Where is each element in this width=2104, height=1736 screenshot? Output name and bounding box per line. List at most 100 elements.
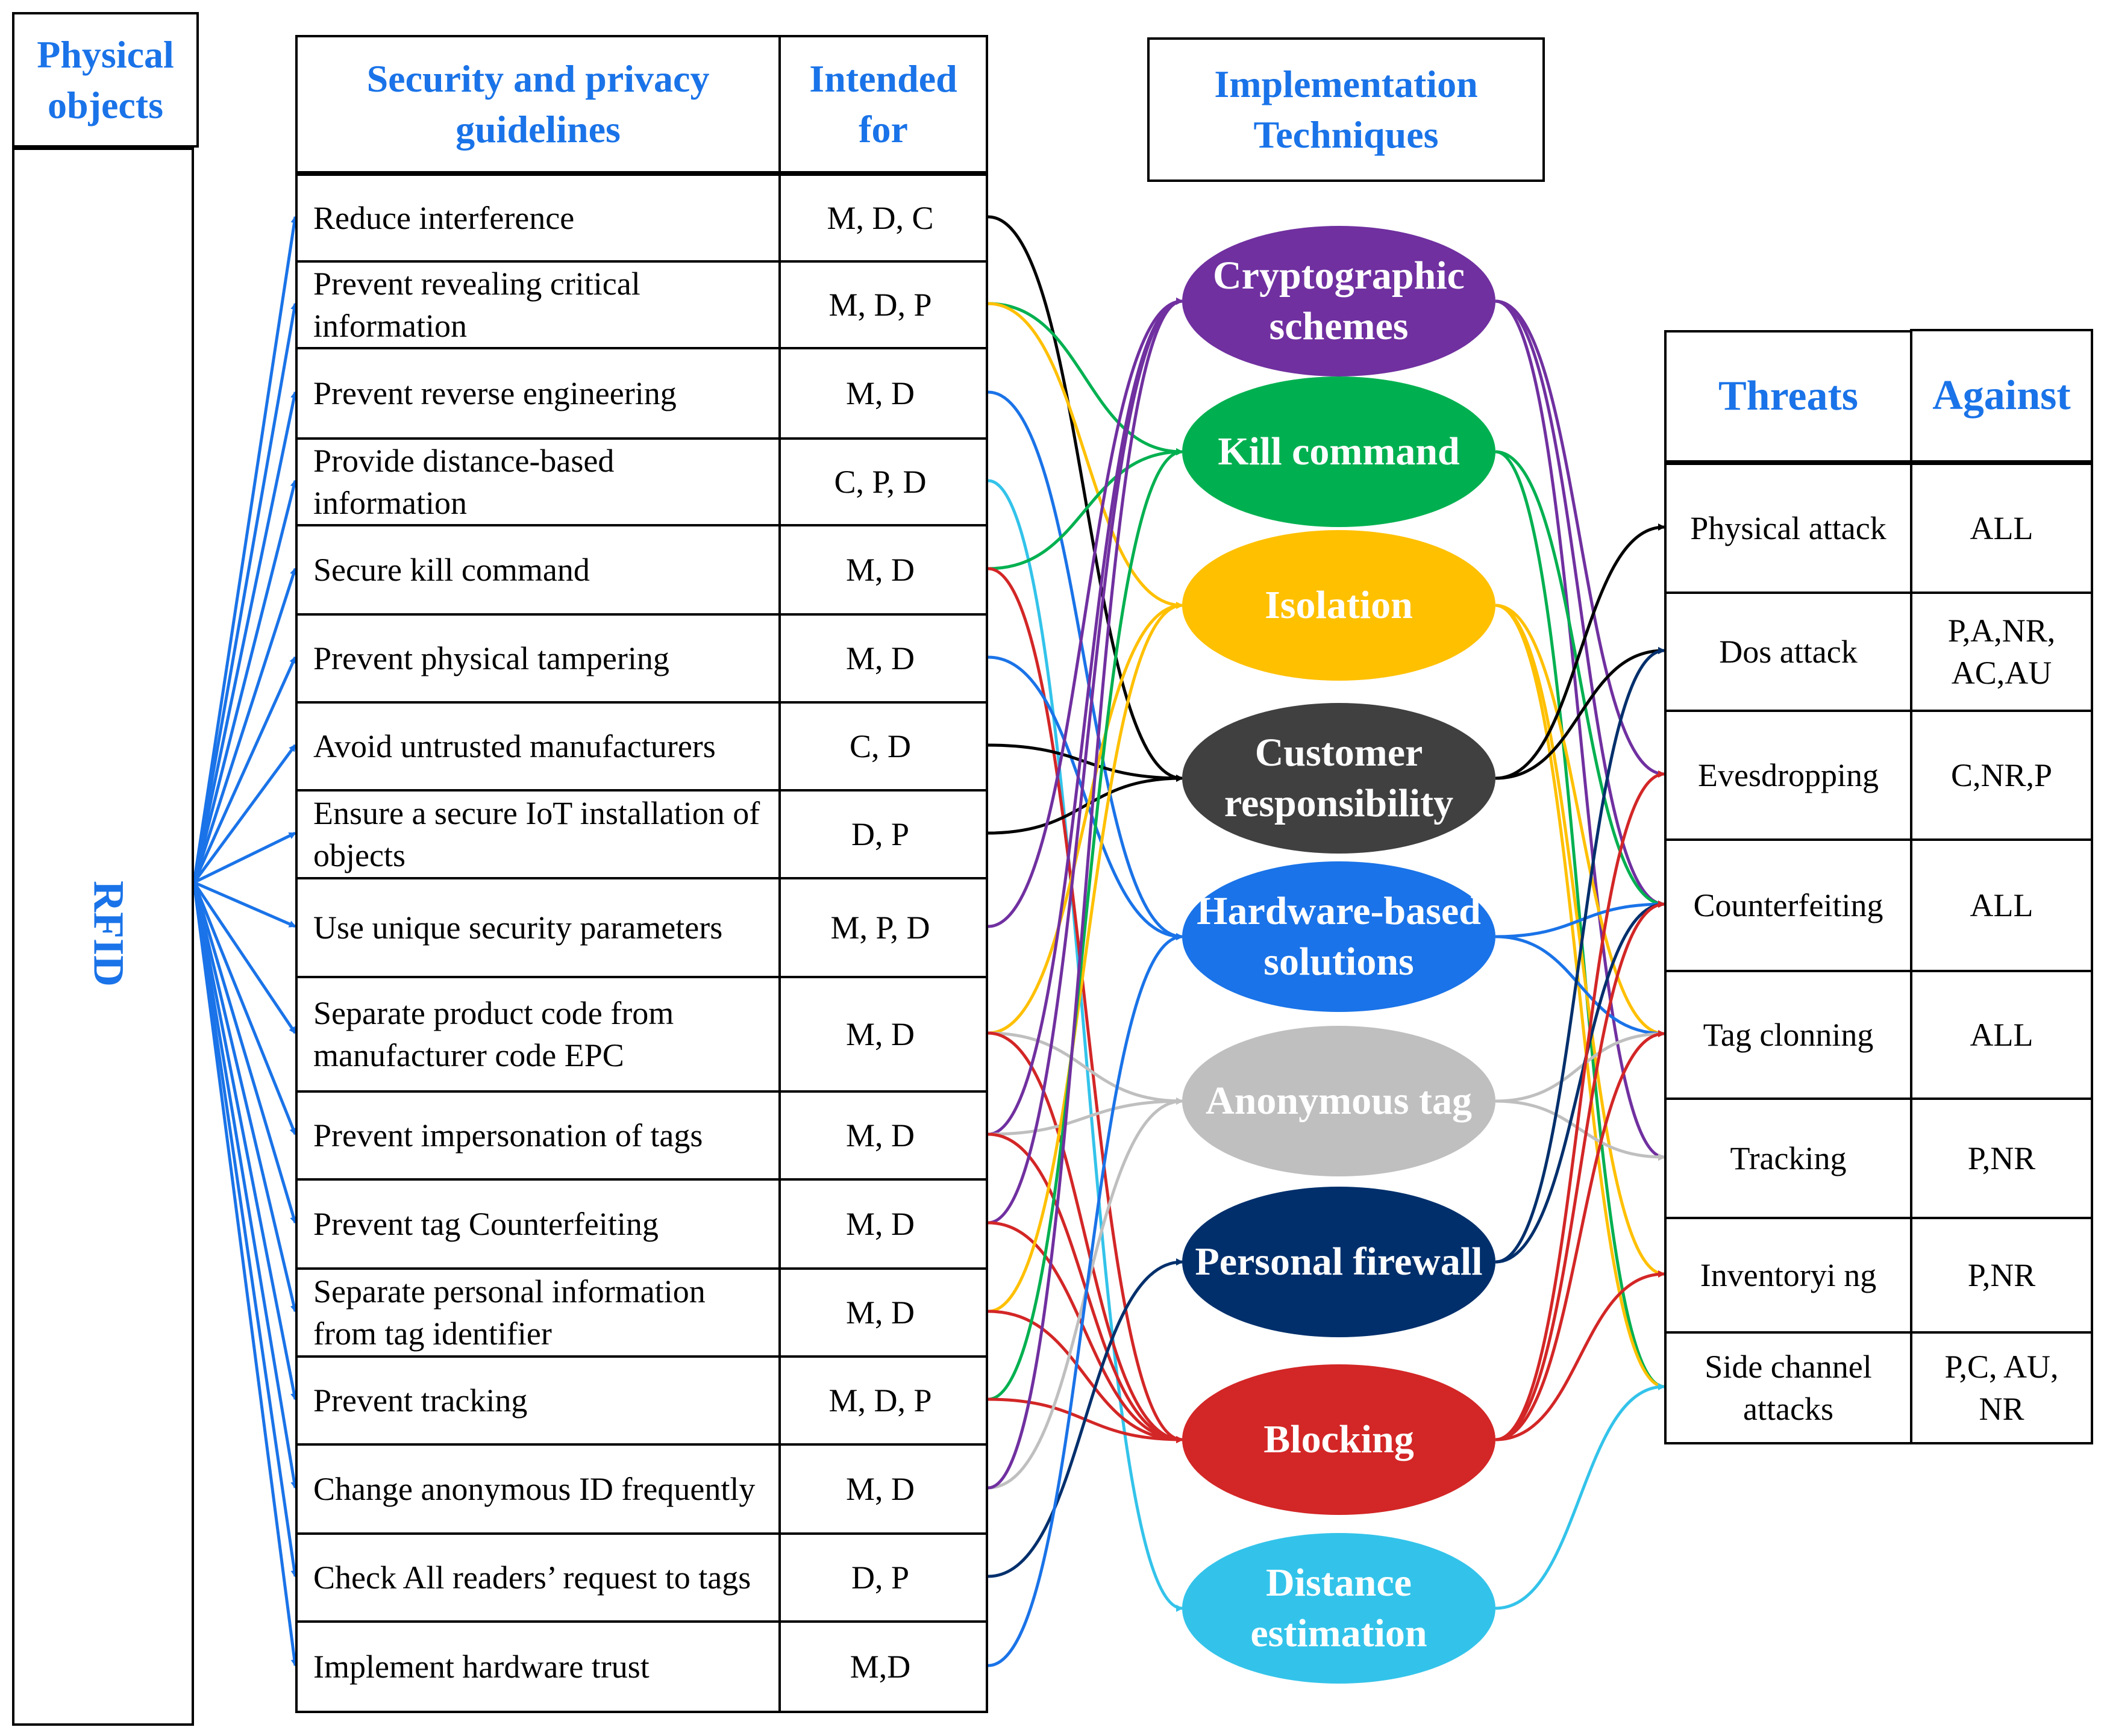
- guideline-text: Prevent physical tampering: [295, 613, 781, 704]
- rfid-label: RFID: [84, 881, 133, 987]
- guideline-intended-for: C, P, D: [778, 437, 988, 526]
- guideline-intended-for: M, D, C: [778, 173, 988, 263]
- technique-threat-link: [1495, 1030, 1665, 1441]
- technique-threat-link: [1495, 299, 1665, 908]
- guideline-technique-link: [988, 602, 1183, 1313]
- threat-against: P,NR: [1910, 1097, 2093, 1219]
- guideline-technique-link: [988, 655, 1183, 940]
- technique-threat-link: [1495, 299, 1665, 1161]
- technique-threat-link: [1495, 450, 1665, 908]
- threat-name: Tag clonning: [1664, 970, 1912, 1100]
- guideline-intended-for: M, D, P: [778, 260, 988, 349]
- technique-threat-link: [1495, 901, 1665, 938]
- guideline-technique-link: [988, 567, 1183, 1443]
- technique-threat-link: [1495, 770, 1665, 1441]
- guideline-technique-link: [988, 298, 1183, 928]
- guideline-text: Reduce interference: [295, 173, 781, 263]
- technique-threat-link: [1495, 1383, 1665, 1610]
- guideline-technique-link: [988, 302, 1183, 455]
- threats-header: Threats: [1664, 330, 1912, 463]
- physical-objects-header: Physical objects: [12, 12, 199, 148]
- threat-against: P,C, AU, NR: [1910, 1331, 2093, 1444]
- threat-name: Evesdropping: [1664, 710, 1912, 841]
- technique-anonymous-tag: Anonymous tag: [1182, 1026, 1495, 1176]
- guideline-technique-link: [988, 1031, 1183, 1105]
- guideline-technique-link: [988, 775, 1183, 835]
- guideline-intended-for: M, D: [778, 976, 988, 1093]
- guideline-text: Separate personal information from tag i…: [295, 1267, 781, 1358]
- technique-threat-link: [1495, 1270, 1665, 1441]
- rfid-arrow: [192, 882, 298, 1400]
- technique-threat-link: [1495, 604, 1665, 1278]
- threat-against: C,NR,P: [1910, 710, 2093, 841]
- guideline-text: Check All readers’ request to tags: [295, 1532, 781, 1623]
- threat-against: ALL: [1910, 970, 2093, 1100]
- guideline-technique-link: [988, 298, 1183, 1136]
- technique-personal-firewall: Personal firewall: [1182, 1187, 1495, 1337]
- technique-hardware-based-solutions: Hardware-based solutions: [1182, 861, 1495, 1012]
- technique-threat-link: [1495, 647, 1665, 1264]
- technique-threat-link: [1495, 604, 1665, 1390]
- guideline-text: Prevent revealing critical information: [295, 260, 781, 349]
- guideline-text: Separate product code from manufacturer …: [295, 976, 781, 1093]
- guideline-intended-for: M, D: [778, 1443, 988, 1535]
- guideline-technique-link: [988, 298, 1183, 1490]
- rfid-arrow: [192, 391, 298, 883]
- guideline-technique-link: [988, 448, 1183, 570]
- guideline-technique-link: [988, 933, 1183, 1667]
- technique-customer-responsibility: Customer responsibility: [1182, 703, 1495, 854]
- guideline-intended-for: M, D, P: [778, 1355, 988, 1446]
- rfid-arrow: [192, 479, 298, 883]
- technique-threat-link: [1495, 647, 1665, 780]
- rfid-arrow: [192, 881, 297, 1034]
- threat-name: Counterfeiting: [1664, 838, 1912, 972]
- rfid-arrow: [192, 882, 297, 1135]
- guideline-technique-link: [988, 448, 1183, 1401]
- guideline-technique-link: [988, 302, 1183, 609]
- guideline-intended-for: M, D: [778, 1178, 988, 1270]
- guideline-technique-link: [988, 1310, 1183, 1443]
- guideline-text: Ensure a secure IoT installation of obje…: [295, 789, 781, 879]
- guideline-intended-for: D, P: [778, 789, 988, 879]
- guidelines-header: Security and privacy guidelines: [295, 35, 781, 173]
- guideline-technique-link: [988, 602, 1183, 1035]
- technique-cryptographic-schemes: Cryptographic schemes: [1182, 226, 1495, 376]
- intended-for-header: Intended for: [778, 35, 988, 173]
- rfid-arrow: [192, 882, 298, 1578]
- threat-name: Side channel attacks: [1664, 1331, 1912, 1444]
- technique-threat-link: [1495, 604, 1665, 1037]
- rfid-arrow: [192, 882, 297, 1224]
- rfid-column: [12, 148, 194, 1726]
- guideline-technique-link: [988, 215, 1183, 782]
- against-header: Against: [1910, 329, 2093, 463]
- threat-against: ALL: [1910, 463, 2093, 594]
- guideline-technique-link: [988, 1031, 1183, 1443]
- technique-kill-command: Kill command: [1182, 376, 1495, 527]
- guideline-intended-for: C, D: [778, 701, 988, 792]
- technique-threat-link: [1495, 1030, 1665, 1103]
- threat-name: Inventoryi ng: [1664, 1217, 1912, 1334]
- guideline-intended-for: M, P, D: [778, 877, 988, 978]
- guideline-text: Prevent tag Counterfeiting: [295, 1178, 781, 1270]
- rfid-arrow: [192, 744, 297, 884]
- guideline-intended-for: M, D: [778, 524, 988, 616]
- guideline-intended-for: M, D: [778, 347, 988, 440]
- technique-threat-link: [1495, 901, 1665, 1441]
- guideline-intended-for: M, D: [778, 1090, 988, 1181]
- guideline-technique-link: [988, 1132, 1183, 1443]
- technique-isolation: Isolation: [1182, 530, 1495, 681]
- threat-name: Physical attack: [1664, 463, 1912, 594]
- rfid-arrow: [193, 831, 296, 884]
- guideline-text: Prevent reverse engineering: [295, 347, 781, 440]
- implementation-header: Implementation Techniques: [1147, 37, 1545, 182]
- guideline-intended-for: D, P: [778, 1532, 988, 1623]
- guideline-intended-for: M,D: [778, 1620, 988, 1713]
- guideline-technique-link: [988, 1221, 1183, 1443]
- rfid-arrow: [192, 882, 298, 1667]
- guideline-text: Prevent impersonation of tags: [295, 1090, 781, 1181]
- technique-threat-link: [1495, 901, 1665, 1264]
- guideline-text: Implement hardware trust: [295, 1620, 781, 1713]
- technique-threat-link: [1495, 1099, 1665, 1161]
- threat-against: P,NR: [1910, 1217, 2093, 1334]
